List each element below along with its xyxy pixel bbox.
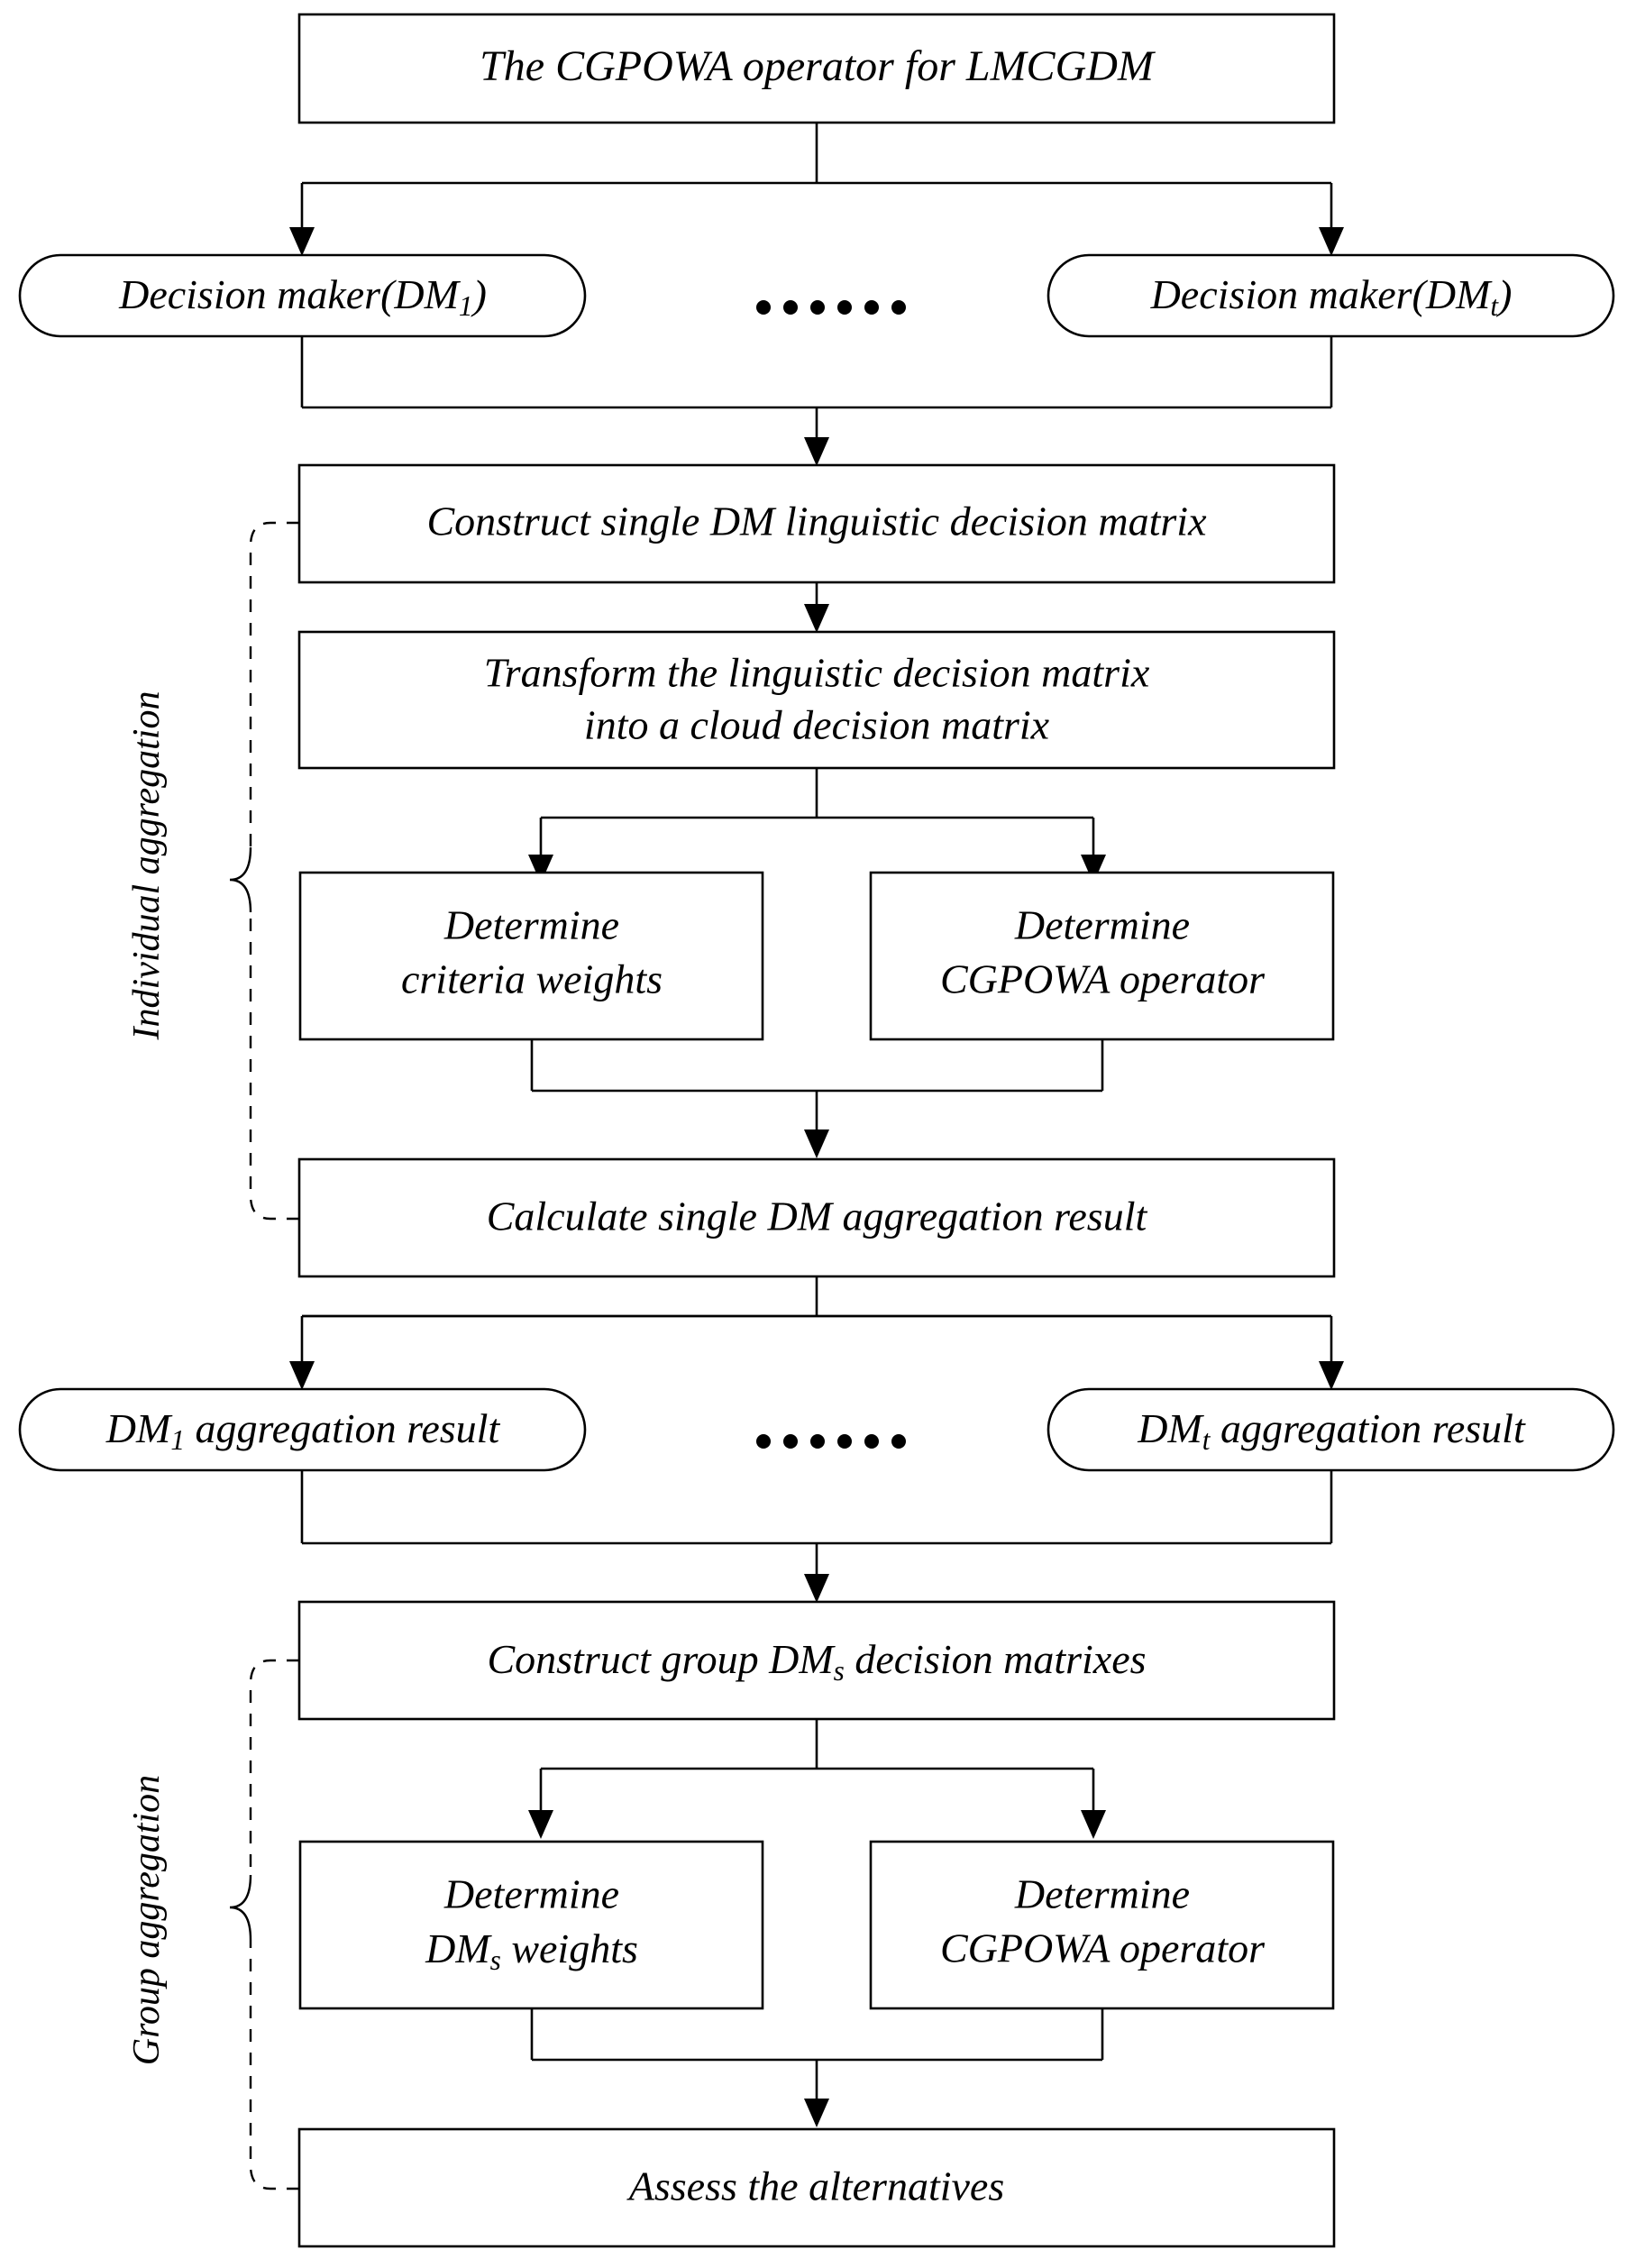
- band-individual-aggregation: Individual aggregation: [126, 521, 299, 1221]
- arrowhead-to-dm1-result: [289, 1361, 315, 1390]
- arrowhead-to-determine-criteria: [528, 855, 553, 883]
- determine-criteria-label-line1: Determine: [443, 902, 619, 948]
- connector-calculate-to-results: [289, 1276, 1344, 1390]
- determine-cgpowa-individual-label-line2: CGPOWA operator: [940, 956, 1266, 1002]
- node-title[interactable]: The CGPOWA operator for LMCGDM: [297, 13, 1336, 124]
- connector-construct-to-transform: [804, 582, 829, 633]
- connector-determines-to-assess: [530, 2008, 1104, 2127]
- transform-matrix-label-line2: into a cloud decision matrix: [584, 702, 1050, 748]
- node-dmt-aggregation-result[interactable]: DMt aggregation result: [1046, 1387, 1615, 1472]
- dm1-aggregation-result-label: DM1 aggregation result: [105, 1405, 501, 1457]
- arrowhead-to-determine-dms-weights: [528, 1810, 553, 1839]
- node-assess-alternatives[interactable]: Assess the alternatives: [297, 2127, 1336, 2248]
- node-dm1-aggregation-result[interactable]: DM1 aggregation result: [18, 1387, 587, 1472]
- determine-criteria-label-line2: criteria weights: [401, 956, 663, 1002]
- determine-cgpowa-group-label-line2: CGPOWA operator: [940, 1925, 1266, 1971]
- determine-dms-weights-label-line2: DMs weights: [425, 1925, 638, 1977]
- dmt-aggregation-result-label: DMt aggregation result: [1137, 1405, 1526, 1457]
- connector-transform-to-determines: [528, 768, 1106, 883]
- connector-results-to-construct-group: [300, 1470, 1333, 1603]
- arrowhead-to-construct-group: [804, 1574, 829, 1603]
- construct-single-dm-label: Construct single DM linguistic decision …: [427, 498, 1208, 544]
- transform-matrix-label-line1: Transform the linguistic decision matrix: [484, 650, 1150, 696]
- band-group-aggregation-label: Group aggregation: [126, 1775, 168, 2065]
- node-construct-single-dm[interactable]: Construct single DM linguistic decision …: [297, 463, 1336, 584]
- node-transform-matrix[interactable]: Transform the linguistic decision matrix…: [297, 630, 1336, 770]
- determine-dms-weights-label-line1: Determine: [443, 1871, 619, 1917]
- construct-group-dms-box[interactable]: [297, 1600, 1336, 1721]
- title-label: The CGPOWA operator for LMCGDM: [480, 42, 1156, 90]
- connector-group-to-determines: [528, 1719, 1106, 1839]
- assess-alternatives-label: Assess the alternatives: [626, 2163, 1005, 2209]
- title-box[interactable]: [297, 13, 1336, 124]
- arrowhead-to-determine-cgpowa-2: [1081, 1810, 1106, 1839]
- determine-cgpowa-group-box[interactable]: [869, 1840, 1335, 2010]
- determine-dms-weights-box[interactable]: [298, 1840, 764, 2010]
- decision-maker-1-label: Decision maker(DM1): [118, 271, 487, 323]
- node-determine-cgpowa-individual[interactable]: Determine CGPOWA operator: [869, 871, 1335, 1041]
- decision-maker-t-label: Decision maker(DMt): [1150, 271, 1513, 323]
- node-decision-maker-t[interactable]: Decision maker(DMt): [1046, 253, 1615, 338]
- node-determine-criteria-weights[interactable]: Determine criteria weights: [298, 871, 764, 1041]
- arrowhead-to-calculate-single: [804, 1129, 829, 1158]
- node-determine-cgpowa-group[interactable]: Determine CGPOWA operator: [869, 1840, 1335, 2010]
- band-group-aggregation: Group aggregation: [126, 1659, 299, 2190]
- calculate-single-dm-box[interactable]: [297, 1157, 1336, 1278]
- band-individual-aggregation-label: Individual aggregation: [126, 691, 168, 1041]
- node-decision-maker-1[interactable]: Decision maker(DM1): [18, 253, 587, 338]
- arrowhead-to-determine-cgpowa-1: [1081, 855, 1106, 883]
- connector-determines-to-calculate: [530, 1039, 1104, 1158]
- determine-cgpowa-individual-box[interactable]: [869, 871, 1335, 1041]
- arrowhead-to-dm1: [289, 227, 315, 256]
- ellipsis-decision-makers: [756, 300, 906, 315]
- calculate-single-dm-label: Calculate single DM aggregation result: [487, 1193, 1148, 1239]
- node-calculate-single-dm[interactable]: Calculate single DM aggregation result: [297, 1157, 1336, 1278]
- arrowhead-to-assess: [804, 2099, 829, 2127]
- determine-cgpowa-individual-label-line1: Determine: [1014, 902, 1190, 948]
- connector-dms-to-construct-single: [300, 336, 1333, 466]
- arrowhead-to-transform: [804, 604, 829, 633]
- connector-title-to-dms: [289, 123, 1344, 256]
- arrowhead-to-construct-single: [804, 437, 829, 466]
- arrowhead-to-dmt-result: [1319, 1361, 1344, 1390]
- node-determine-dms-weights[interactable]: Determine DMs weights: [298, 1840, 764, 2010]
- node-construct-group-dms[interactable]: Construct group DMs decision matrixes: [297, 1600, 1336, 1721]
- ellipsis-dm-results: [756, 1434, 906, 1449]
- arrowhead-to-dmt: [1319, 227, 1344, 256]
- construct-group-dms-label: Construct group DMs decision matrixes: [487, 1636, 1146, 1687]
- determine-criteria-weights-box[interactable]: [298, 871, 764, 1041]
- transform-matrix-box[interactable]: [297, 630, 1336, 770]
- determine-cgpowa-group-label-line1: Determine: [1014, 1871, 1190, 1917]
